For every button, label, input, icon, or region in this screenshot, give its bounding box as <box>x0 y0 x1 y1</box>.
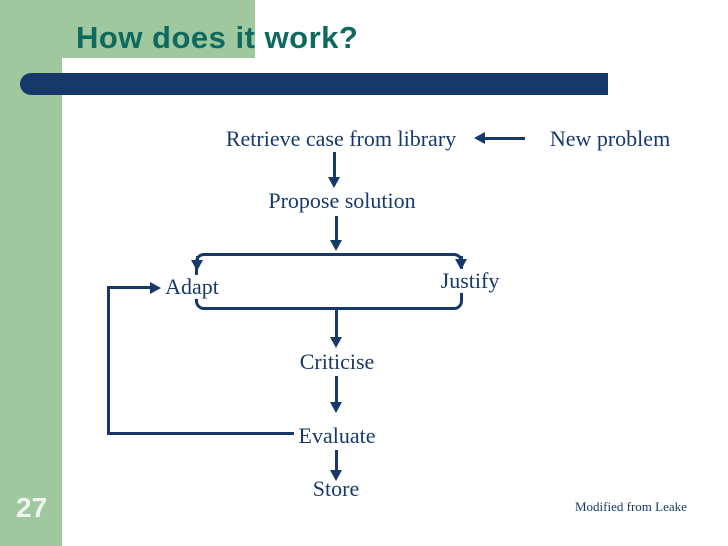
node-justify: Justify <box>435 268 505 294</box>
node-propose-solution: Propose solution <box>268 187 416 213</box>
content-panel <box>62 58 728 546</box>
adapt-justify-box <box>195 253 463 310</box>
credit-text: Modified from Leake <box>575 499 687 514</box>
box-left-stub <box>196 256 199 261</box>
arrow-box-to-criticise-head <box>330 337 342 348</box>
arrow-evaluate-to-store-line <box>335 450 338 471</box>
slide-title: How does it work? <box>76 20 359 55</box>
box-right-arrowhead <box>455 259 467 270</box>
arrow-new-problem-to-retrieve-head <box>474 132 485 144</box>
loop-left-vertical-line <box>107 286 110 435</box>
arrow-evaluate-to-store-head <box>330 470 342 481</box>
page-number: 27 <box>16 492 48 523</box>
arrow-new-problem-to-retrieve-line <box>484 137 525 140</box>
node-criticise: Criticise <box>299 348 375 374</box>
loop-to-adapt-arrowhead <box>150 282 161 294</box>
arrow-retrieve-to-propose-head <box>328 177 340 188</box>
arrow-criticise-to-evaluate-head <box>330 402 342 413</box>
arrow-box-to-criticise-line <box>335 310 338 338</box>
node-store: Store <box>312 475 360 501</box>
box-left-arrowhead <box>191 260 203 271</box>
node-retrieve-case: Retrieve case from library <box>225 125 457 151</box>
arrow-propose-to-box-head <box>330 240 342 251</box>
node-new-problem: New problem <box>549 125 671 151</box>
arrow-criticise-to-evaluate-line <box>335 376 338 403</box>
node-evaluate: Evaluate <box>298 422 376 448</box>
node-adapt: Adapt <box>160 274 224 300</box>
title-underline-bar <box>20 73 608 95</box>
loop-top-line <box>107 286 151 289</box>
arrow-propose-to-box-line <box>335 216 338 241</box>
box-right-stub <box>460 256 463 260</box>
arrow-retrieve-to-propose-line <box>333 152 336 178</box>
loop-evaluate-bottom-line <box>107 432 294 435</box>
title-green-block <box>0 0 255 58</box>
